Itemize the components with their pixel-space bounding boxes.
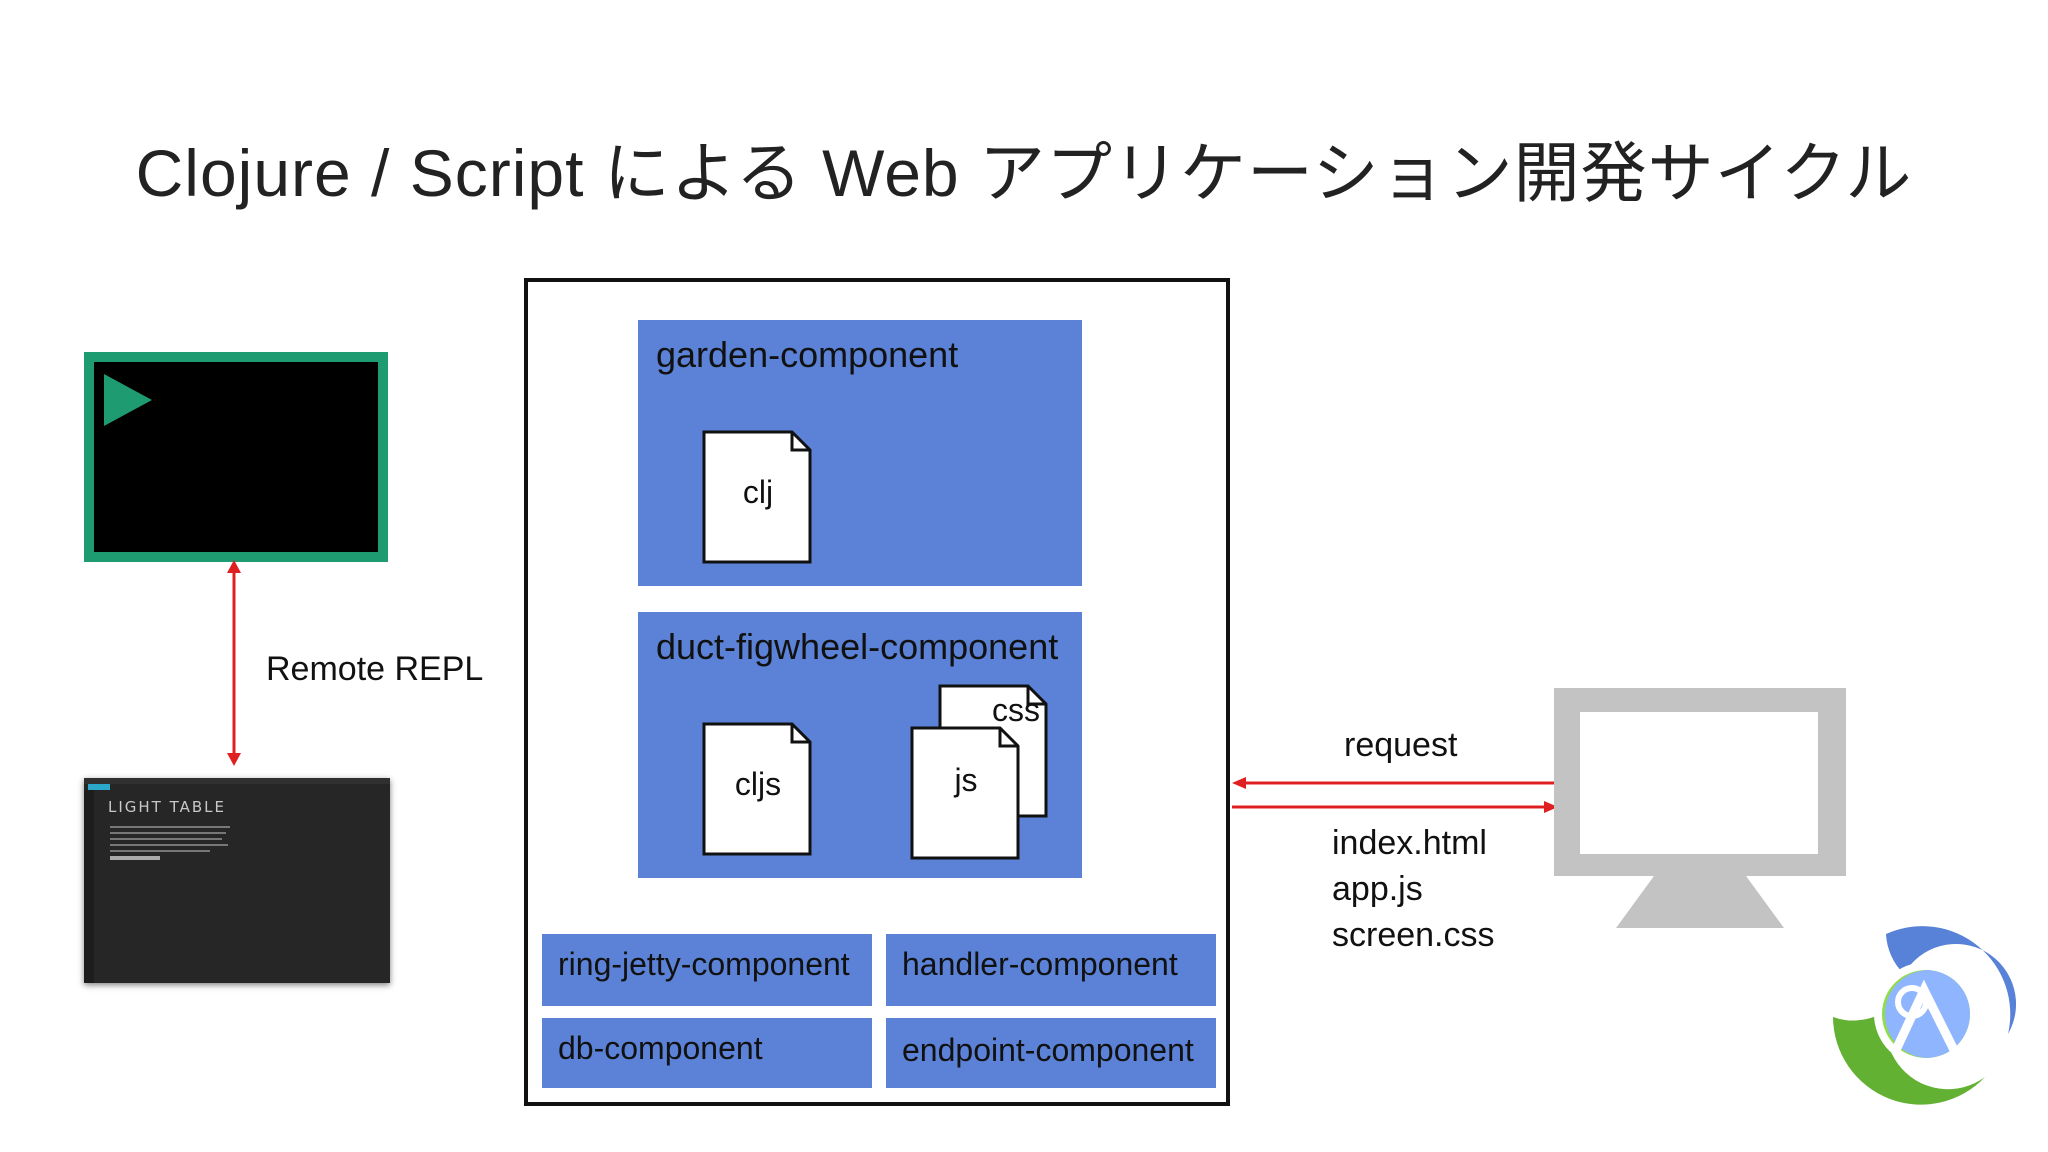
- clojure-logo: [1829, 925, 2016, 1109]
- db-component-label: db-component: [558, 1030, 763, 1066]
- repl-connection-arrow: [227, 560, 241, 766]
- duct-figwheel-component: duct-figwheel-component cljs css js: [638, 612, 1082, 878]
- repl-terminal: [84, 352, 388, 562]
- light-table-header: LIGHT TABLE: [108, 798, 226, 816]
- css-file-label: css: [992, 692, 1040, 728]
- ring-jetty-component: ring-jetty-component: [542, 934, 872, 1006]
- duct-figwheel-component-label: duct-figwheel-component: [656, 626, 1059, 667]
- editor-tab-icon: [88, 784, 110, 790]
- db-component: db-component: [542, 1018, 872, 1088]
- js-file-icon: js: [910, 726, 1022, 860]
- play-icon: [104, 374, 152, 426]
- response-file-screen: screen.css: [1332, 916, 1495, 954]
- handler-component-label: handler-component: [902, 946, 1178, 982]
- response-file-app: app.js: [1332, 870, 1423, 908]
- monitor-icon: [1554, 688, 1846, 928]
- clj-file-icon: clj: [702, 430, 814, 564]
- light-table-editor: LIGHT TABLE: [84, 778, 390, 983]
- garden-component-label: garden-component: [656, 334, 959, 375]
- clj-file-label: clj: [742, 474, 774, 510]
- page-title: Clojure / Script による Web アプリケーション開発サイクル: [135, 136, 1913, 210]
- endpoint-component-label: endpoint-component: [902, 1032, 1194, 1068]
- response-file-index: index.html: [1332, 824, 1487, 862]
- terminal-icon: [84, 352, 388, 562]
- editor-sidebar: [84, 790, 94, 983]
- cljs-file-icon: cljs: [702, 722, 814, 856]
- ring-jetty-component-label: ring-jetty-component: [558, 946, 850, 982]
- repl-label: Remote REPL: [266, 650, 484, 688]
- request-label: request: [1344, 726, 1458, 764]
- garden-component: garden-component clj: [638, 320, 1082, 586]
- request-response-arrows: [1232, 777, 1558, 813]
- js-file-label: js: [954, 762, 978, 798]
- handler-component: handler-component: [886, 934, 1216, 1006]
- cljs-file-label: cljs: [734, 766, 782, 802]
- endpoint-component: endpoint-component: [886, 1018, 1216, 1088]
